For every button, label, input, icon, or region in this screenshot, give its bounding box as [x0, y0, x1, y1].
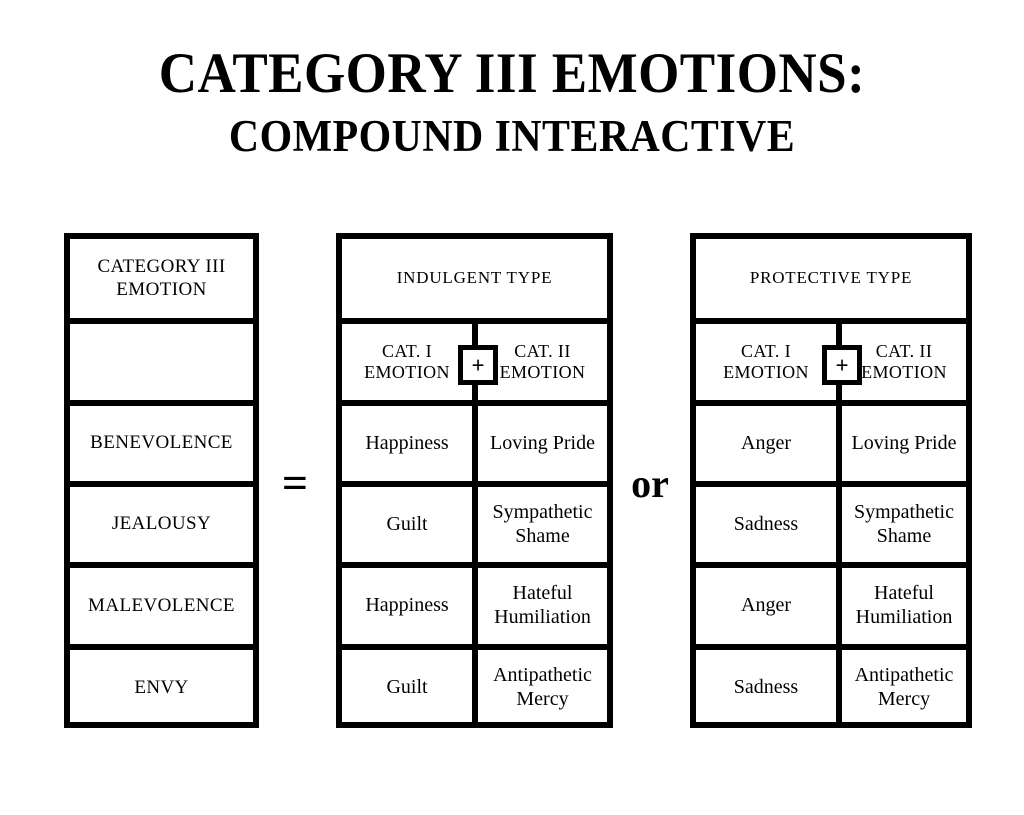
category-iii-emotion-cell-blank [70, 324, 253, 400]
protective-cat-ii-cell: Hateful Humiliation [855, 582, 953, 628]
plus-operator-box: + [822, 345, 862, 385]
table-row: MALEVOLENCE [70, 562, 253, 644]
table-row: Anger Hateful Humiliation [696, 562, 966, 644]
table-row: Guilt Sympathetic Shame [342, 481, 607, 562]
protective-type-header: PROTECTIVE TYPE [749, 268, 913, 288]
protective-cat-i-header: CAT. I EMOTION [696, 324, 842, 400]
table-row-header: INDULGENT TYPE [342, 239, 607, 318]
plus-operator-box: + [458, 345, 498, 385]
header-line-1: CATEGORY III [97, 256, 226, 278]
table-row: JEALOUSY [70, 481, 253, 562]
table-row: Anger Loving Pride [696, 400, 966, 481]
protective-cat-i-cell: Sadness [696, 487, 842, 562]
cat-ii-line-1: CAT. II [875, 340, 933, 361]
header-line-2: EMOTION [116, 278, 207, 300]
table-row [70, 318, 253, 400]
cat-i-line-1: CAT. I [740, 340, 792, 361]
category-iii-emotion-header: CATEGORY III EMOTION [70, 239, 253, 318]
indulgent-cat-ii-cell: Antipathetic Mercy [493, 664, 592, 710]
table-row: ENVY [70, 644, 253, 726]
indulgent-cat-i-cell: Happiness [342, 568, 478, 644]
table-row: Happiness Hateful Humiliation [342, 562, 607, 644]
indulgent-cat-ii-cell: Hateful Humiliation [494, 582, 591, 628]
table-row: Sadness Antipathetic Mercy [696, 644, 966, 726]
protective-cat-ii-header: CAT. II EMOTION [842, 324, 966, 400]
cat-i-line-2: EMOTION [364, 362, 450, 382]
category-iii-emotion-cell-malevolence: MALEVOLENCE [88, 594, 235, 616]
page-subtitle: COMPOUND INTERACTIVE [228, 111, 796, 161]
table-row: Happiness Loving Pride [342, 400, 607, 481]
indulgent-cat-ii-cell: Sympathetic Shame [492, 500, 593, 547]
indulgent-cat-ii-cell: Loving Pride [490, 431, 595, 454]
equals-sign: = [281, 457, 309, 508]
table-row-header: PROTECTIVE TYPE [696, 239, 966, 318]
cat-i-line-2: EMOTION [723, 362, 809, 382]
indulgent-cat-i-cell: Guilt [342, 487, 478, 562]
table-row: BENEVOLENCE [70, 400, 253, 481]
title-block: CATEGORY III EMOTIONS: COMPOUND INTERACT… [0, 42, 1024, 161]
table-row-header: CATEGORY III EMOTION [70, 239, 253, 318]
protective-cat-i-cell: Anger [696, 568, 842, 644]
protective-cat-ii-cell: Loving Pride [851, 431, 957, 454]
table-row-subheader: CAT. I EMOTION CAT. II EMOTION + [696, 318, 966, 400]
table-row: Guilt Antipathetic Mercy [342, 644, 607, 726]
protective-cat-ii-cell: Sympathetic Shame [854, 500, 954, 547]
protective-cat-i-cell: Sadness [696, 650, 842, 726]
table-row-subheader: CAT. I EMOTION CAT. II EMOTION + [342, 318, 607, 400]
or-separator: or [631, 461, 669, 506]
cat-ii-line-1: CAT. II [514, 340, 571, 361]
cat-i-line-1: CAT. I [381, 340, 433, 361]
protective-cat-i-cell: Anger [696, 406, 842, 481]
protective-cat-ii-cell: Antipathetic Mercy [854, 664, 954, 710]
page-title: CATEGORY III EMOTIONS: [158, 42, 866, 105]
cat-ii-line-2: EMOTION [499, 362, 586, 382]
indulgent-type-table: INDULGENT TYPE CAT. I EMOTION CAT. II EM… [336, 233, 613, 728]
table-row: Sadness Sympathetic Shame [696, 481, 966, 562]
indulgent-type-header: INDULGENT TYPE [396, 268, 553, 288]
cat-ii-line-2: EMOTION [861, 362, 947, 382]
protective-type-table: PROTECTIVE TYPE CAT. I EMOTION CAT. II E… [690, 233, 972, 728]
indulgent-cat-i-cell: Happiness [342, 406, 478, 481]
indulgent-cat-i-cell: Guilt [342, 650, 478, 726]
category-iii-emotion-table: CATEGORY III EMOTION BENEVOLENCE JEALOUS… [64, 233, 259, 728]
indulgent-cat-ii-header: CAT. II EMOTION [478, 324, 607, 400]
category-iii-emotion-cell-jealousy: JEALOUSY [111, 513, 212, 535]
category-iii-emotion-cell-envy: ENVY [134, 676, 189, 698]
category-iii-emotion-cell-benevolence: BENEVOLENCE [90, 432, 233, 454]
